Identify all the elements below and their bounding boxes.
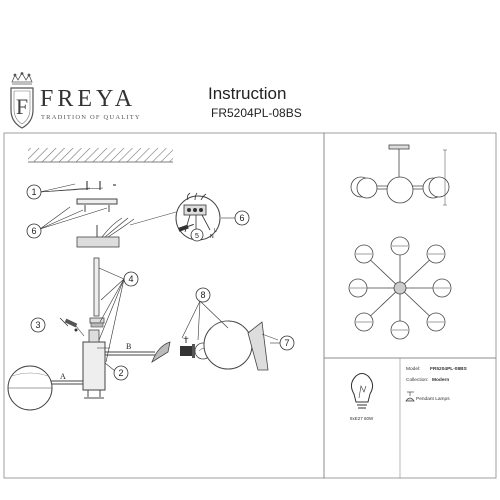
arm-b bbox=[97, 341, 171, 363]
screw-icon bbox=[59, 317, 85, 337]
callout-4-circle bbox=[123, 271, 139, 287]
shield-icon bbox=[10, 87, 34, 129]
callout-7: 7 bbox=[284, 338, 289, 348]
callout-2: 2 bbox=[118, 368, 123, 378]
central-hub bbox=[82, 329, 106, 399]
product-frame bbox=[323, 132, 497, 359]
callout-8-circle bbox=[195, 287, 211, 303]
callout-1-circle bbox=[26, 184, 42, 200]
end-cap bbox=[247, 321, 279, 371]
callout-6-left-circle bbox=[26, 223, 42, 239]
ceiling-hatch bbox=[28, 148, 173, 163]
part-label-b: B bbox=[126, 342, 131, 351]
callout-7-circle bbox=[279, 335, 295, 351]
product-top-view bbox=[348, 236, 452, 340]
callout-6-left: 6 bbox=[31, 226, 36, 236]
bulb-spec: 8xE27 60W bbox=[350, 416, 374, 421]
freya-logo: F bbox=[10, 72, 34, 129]
pendant-lamp-icon bbox=[405, 391, 415, 402]
arm-a bbox=[7, 365, 83, 411]
glass-globe bbox=[203, 320, 253, 370]
crown-icon bbox=[11, 72, 33, 85]
model-value: FR5204PL-08BS bbox=[430, 366, 468, 372]
callout-5: 5 bbox=[195, 233, 199, 240]
collection-value: Modern bbox=[432, 377, 449, 383]
mounting-bracket bbox=[76, 198, 118, 212]
callout-6-right-circle bbox=[234, 210, 250, 226]
model-label: Model: bbox=[406, 366, 420, 372]
callout-8: 8 bbox=[200, 290, 205, 300]
bulb-icon bbox=[350, 373, 374, 409]
suspension-rod bbox=[89, 257, 105, 328]
canopy bbox=[76, 217, 135, 248]
wire-label-n: N bbox=[210, 234, 214, 240]
brand-name: FREYA bbox=[40, 86, 137, 112]
model-code: FR5204PL-08BS bbox=[211, 106, 302, 120]
screwdriver-icon bbox=[178, 223, 194, 232]
callout-markers bbox=[26, 184, 295, 381]
product-type: Pendant Lamps bbox=[416, 396, 450, 402]
brand-tagline: TRADITION OF QUALITY bbox=[41, 114, 141, 121]
callout-4: 4 bbox=[128, 274, 133, 284]
callout-2-circle bbox=[113, 365, 129, 381]
part-label-a: A bbox=[60, 372, 66, 381]
spec-frame bbox=[323, 357, 497, 479]
callout-1: 1 bbox=[31, 187, 36, 197]
product-side-view bbox=[350, 144, 450, 206]
callout-3: 3 bbox=[35, 320, 40, 330]
logo-letter: F bbox=[16, 94, 28, 119]
assembly-frame bbox=[3, 132, 325, 479]
wiring-detail bbox=[129, 192, 221, 241]
callout-3-circle bbox=[30, 317, 46, 333]
document-title: Instruction bbox=[208, 84, 287, 103]
collection-label: Collection: bbox=[406, 377, 428, 383]
wire-label-l: L bbox=[214, 228, 217, 234]
callout-5-circle bbox=[190, 228, 204, 242]
callout-6-right: 6 bbox=[239, 213, 244, 223]
